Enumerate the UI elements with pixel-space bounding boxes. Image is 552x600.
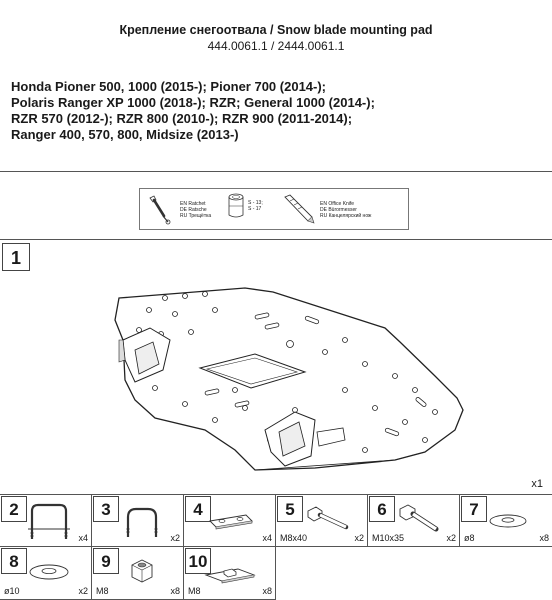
- step-number: 1: [2, 243, 30, 271]
- part-quantity: x8: [170, 586, 180, 596]
- ratchet-icon: [149, 195, 171, 225]
- compatible-models: Honda Pioner 500, 1000 (2015-); Pioner 7…: [11, 79, 375, 143]
- bolt-icon: [399, 504, 439, 532]
- ratchet-label-en: EN Ratchet: [180, 201, 206, 207]
- part-number: 9: [93, 548, 119, 574]
- model-line: Ranger 400, 570, 800, Midsize (2013-): [11, 127, 239, 142]
- tools-section: EN Ratchet DE Ratsche RU Трещётка S - 13…: [0, 172, 552, 240]
- part-cell-5: 5 M8x40 x2: [276, 495, 368, 547]
- part-size: ø8: [464, 533, 475, 543]
- part-number: 4: [185, 496, 211, 522]
- office-knife-icon: [284, 194, 315, 224]
- washer-icon: [29, 564, 69, 580]
- part-size: M10x35: [372, 533, 405, 543]
- part-number: 3: [93, 496, 119, 522]
- clamp-plate-icon: [209, 514, 253, 530]
- bolt-icon: [307, 506, 349, 530]
- header: Крепление снегоотвала / Snow blade mount…: [0, 0, 552, 172]
- part-quantity: x2: [78, 586, 88, 596]
- knife-label: EN Office Knife DE Bürormesser RU Канцел…: [320, 201, 371, 219]
- tools-box: EN Ratchet DE Ratsche RU Трещётка S - 13…: [139, 188, 409, 230]
- knife-label-ru: RU Канцелярский нож: [320, 213, 372, 219]
- part-size: M8x40: [280, 533, 308, 543]
- part-size: M8: [188, 586, 201, 596]
- mounting-plate-drawing: [114, 287, 464, 471]
- part-number: 8: [1, 548, 27, 574]
- model-line: Honda Pioner 500, 1000 (2015-); Pioner 7…: [11, 79, 327, 94]
- ratchet-label-de: DE Ratsche: [180, 207, 207, 213]
- part-quantity: x4: [78, 533, 88, 543]
- step-1: 1: [0, 240, 552, 495]
- part-cell-3: 3 x2: [92, 495, 184, 547]
- part-quantity: x8: [539, 533, 549, 543]
- part-size: ø10: [4, 586, 20, 596]
- knife-label-de: DE Bürormesser: [320, 207, 357, 213]
- part-cell-4: 4 x4: [184, 495, 276, 547]
- part-number: 2: [1, 496, 27, 522]
- long-u-bolt-icon: [28, 503, 70, 539]
- part-quantity: x2: [446, 533, 456, 543]
- part-size: M8: [96, 586, 109, 596]
- part-quantity: x2: [354, 533, 364, 543]
- part-number: 6: [369, 496, 395, 522]
- part-cell-6: 6 M10x35 x2: [368, 495, 460, 547]
- socket-sizes: S - 13; S - 17: [248, 200, 263, 212]
- cage-nut-plate-icon: [204, 568, 256, 584]
- socket-size-13: S - 13;: [248, 200, 263, 206]
- part-number: 10: [185, 548, 211, 574]
- part-numbers: 444.0061.1 / 2444.0061.1: [207, 39, 345, 53]
- ratchet-label: EN Ratchet DE Ratsche RU Трещётка: [180, 201, 211, 219]
- model-line: Polaris Ranger XP 1000 (2018-); RZR; Gen…: [11, 95, 375, 110]
- part-cell-7: 7 ø8 x8: [460, 495, 552, 547]
- part-cell-8: 8 ø10 x2: [0, 547, 92, 600]
- ratchet-label-ru: RU Трещётка: [180, 213, 212, 219]
- step-quantity: x1: [531, 478, 543, 490]
- part-quantity: x8: [262, 586, 272, 596]
- nut-icon: [131, 559, 153, 583]
- part-number: 7: [461, 496, 487, 522]
- part-quantity: x4: [262, 533, 272, 543]
- part-number: 5: [277, 496, 303, 522]
- socket-icon: [228, 193, 244, 218]
- part-quantity: x2: [170, 533, 180, 543]
- knife-label-en: EN Office Knife: [320, 201, 355, 207]
- washer-icon: [489, 514, 527, 528]
- part-cell-10: 10 M8 x8: [184, 547, 276, 600]
- socket-size-17: S - 17: [248, 206, 262, 212]
- page-title: Крепление снегоотвала / Snow blade mount…: [119, 23, 433, 37]
- model-line: RZR 570 (2012-); RZR 800 (2010-); RZR 90…: [11, 111, 353, 126]
- short-u-bolt-icon: [126, 507, 158, 537]
- part-cell-9: 9 M8 x8: [92, 547, 184, 600]
- part-cell-2: 2 x4: [0, 495, 92, 547]
